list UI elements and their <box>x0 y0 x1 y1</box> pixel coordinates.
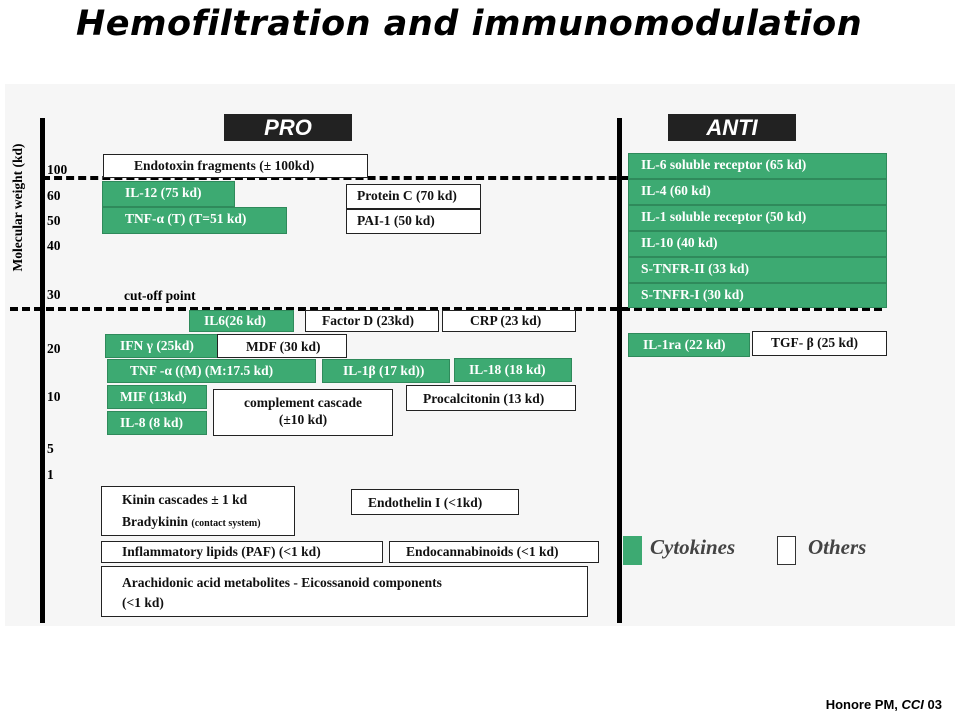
citation-text: Honore PM, CCI 03 <box>825 697 942 712</box>
box-complement: complement cascade (±10 kd) <box>213 389 393 436</box>
upper-dashed-line <box>42 176 882 180</box>
legend-others-label: Others <box>808 535 867 559</box>
complement-line-2: (±10 kd) <box>278 411 328 427</box>
kinin-line: Kinin cascades ± 1 kd <box>122 492 248 507</box>
box-il1ra: IL-1ra (22 kd) <box>628 333 750 357</box>
box-ifn: IFN γ (25kd) <box>105 334 225 358</box>
box-lipids: Inflammatory lipids (PAF) (<1 kd) <box>101 541 383 563</box>
bradykinin-label: Bradykinin <box>122 513 189 529</box>
box-protein-c: Protein C (70 kd) <box>346 184 481 209</box>
box-il18: IL-18 (18 kd) <box>454 358 572 382</box>
box-stnfr1: S-TNFR-I (30 kd) <box>628 283 887 308</box>
box-tnf-m: TNF -α ((M) (M:17.5 kd) <box>107 359 316 383</box>
box-mdf: MDF (30 kd) <box>217 334 347 358</box>
y-tick-5: 5 <box>47 441 54 456</box>
arachidonic-line-2: (<1 kd) <box>122 594 164 610</box>
box-il8: IL-8 (8 kd) <box>107 411 207 435</box>
cutoff-label: cut-off point <box>124 288 196 303</box>
box-stnfr2: S-TNFR-II (33 kd) <box>628 257 887 283</box>
box-procalcitonin: Procalcitonin (13 kd) <box>406 385 576 411</box>
y-tick-100: 100 <box>47 162 68 177</box>
box-il6-receptor: IL-6 soluble receptor (65 kd) <box>628 153 887 179</box>
box-endothelin: Endothelin I (<1kd) <box>351 489 519 515</box>
pro-header: PRO <box>224 114 352 141</box>
box-il12: IL-12 (75 kd) <box>102 181 235 207</box>
citation: Honore PM, CCI 03 <box>826 697 942 712</box>
box-crp: CRP (23 kd) <box>442 310 576 332</box>
box-factor-d: Factor D (23kd) <box>305 310 439 332</box>
box-tnf-t: TNF-α (T) (T=51 kd) <box>102 207 287 234</box>
box-kinin: Kinin cascades ± 1 kd Bradykinin (contac… <box>101 486 295 536</box>
anti-header: ANTI <box>668 114 796 141</box>
box-pai1: PAI-1 (50 kd) <box>346 209 481 234</box>
box-il1b: IL-1β (17 kd)) <box>322 359 450 383</box>
box-mif: MIF (13kd) <box>107 385 207 409</box>
bradykinin-note: (contact system) <box>191 517 261 529</box>
page-title: Hemofiltration and immunomodulation <box>76 4 863 44</box>
box-arachidonic: Arachidonic acid metabolites - Eicossano… <box>101 566 588 617</box>
complement-line-1: complement cascade <box>243 395 363 410</box>
legend-others-swatch <box>777 536 796 565</box>
legend-cytokines-label: Cytokines <box>650 535 736 559</box>
box-il1-receptor: IL-1 soluble receptor (50 kd) <box>628 205 887 231</box>
y-tick-1: 1 <box>47 467 54 482</box>
y-tick-20: 20 <box>47 341 61 356</box>
box-endotoxin: Endotoxin fragments (± 100kd) <box>103 154 368 178</box>
y-tick-30: 30 <box>47 287 61 302</box>
bradykinin-line: Bradykinin (contact system) <box>122 514 294 531</box>
box-il6: IL6(26 kd) <box>189 310 294 332</box>
y-axis-line <box>40 118 45 623</box>
y-tick-50: 50 <box>47 213 61 228</box>
pro-anti-divider <box>617 118 622 623</box>
box-tgf: TGF- β (25 kd) <box>752 331 887 356</box>
y-axis-title: Molecular weight (kd) <box>10 143 25 272</box>
box-il10: IL-10 (40 kd) <box>628 231 887 257</box>
arachidonic-line-1: Arachidonic acid metabolites - Eicossano… <box>122 575 442 590</box>
box-endocannabinoids: Endocannabinoids (<1 kd) <box>389 541 599 563</box>
legend-cytokines-swatch <box>623 536 642 565</box>
box-il4: IL-4 (60 kd) <box>628 179 887 205</box>
y-tick-40: 40 <box>47 238 61 253</box>
y-tick-60: 60 <box>47 188 61 203</box>
cutoff-dashed-line <box>10 307 882 311</box>
y-tick-10: 10 <box>47 389 61 404</box>
